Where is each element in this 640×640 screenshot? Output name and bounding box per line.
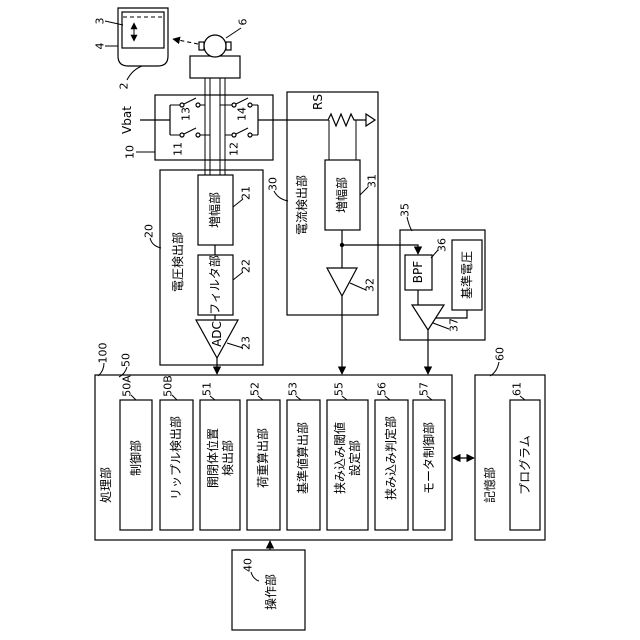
unit-label-motor-control: モータ制御部 [421,422,436,494]
ref-filter: 22 [240,259,253,273]
ref-storage: 60 [494,347,507,361]
ref-unit-ripple-detection: 50B [162,375,175,397]
ref-ripple-circuit: 35 [399,203,412,217]
unit-label-threshold-setting-line1: 挟み込み閾値 [332,422,347,494]
ref-unit-position-detection: 51 [201,382,214,396]
unit-label-position-detection-line2: 検出部 [220,440,235,476]
ref-glass: 3 [94,18,107,25]
ref-unit-control: 50A [121,375,134,397]
ref-current-amplifier: 31 [366,174,379,188]
processing-title: 処理部 [98,467,113,503]
shunt-label: RS [311,94,325,110]
switch-contact [180,103,184,107]
filter-label: フィルタ部 [207,255,222,315]
ref-assembly: 2 [118,83,131,90]
switch-contact [232,133,236,137]
ref-controller: 100 [97,343,110,364]
current-amplifier-label: 増幅部 [334,177,349,213]
ref-current-detector: 30 [267,177,280,191]
unit-label-position-detection-line1: 開閉体位置 [205,428,220,488]
ref-adc: 23 [240,336,253,350]
bpf-label: BPF [411,261,425,283]
storage-title: 記憶部 [482,467,497,503]
ref-unit-threshold-setting: 55 [333,382,346,396]
current-detector-title: 電流検出部 [294,175,309,235]
ref-comparator: 37 [448,318,461,332]
motor-symbol [204,35,226,57]
operation-label: 操作部 [263,574,278,610]
switch-contact [232,103,236,107]
vbat-label: Vbat [120,106,134,134]
ref-bpf: 36 [436,238,449,252]
unit-label-load-calculation: 荷重算出部 [255,428,270,488]
program-label: プログラム [518,435,532,495]
switch-contact [248,133,252,137]
ref-operation: 40 [242,558,255,572]
ref-voltage-detector: 20 [143,224,156,238]
adc-label: ADC [210,321,224,347]
switch-contact [248,103,252,107]
unit-label-threshold-setting-line2: 設定部 [347,440,362,476]
ref-switch-13: 13 [180,107,193,121]
motor-brush-right [226,42,231,50]
motor-housing [190,56,240,78]
switch-contact [196,133,200,137]
ref-buffer: 32 [364,278,377,292]
ref-switch-12: 12 [228,142,241,156]
ref-switch-14: 14 [236,107,249,121]
ref-program: 61 [511,382,524,396]
unit-label-pinch-judgement: 挟み込み判定部 [383,416,398,500]
voltage-amplifier-label: 増幅部 [207,192,222,228]
unit-label-ripple-detection: リップル検出部 [168,416,183,500]
ref-unit-load-calculation: 52 [249,382,262,396]
switch-contact [180,133,184,137]
switch-contact [196,103,200,107]
ref-motor: 6 [237,19,250,26]
unit-label-reference-calculation: 基準値算出部 [295,422,310,494]
motor-brush-left [199,42,204,50]
ref-unit-pinch-judgement: 56 [376,382,389,396]
unit-label-control: 制御部 [128,440,143,476]
ref-voltage-amplifier: 21 [240,186,253,200]
ref-processing: 50 [120,353,133,367]
reference-voltage-label: 基準電圧 [459,251,474,299]
ref-switch-unit: 10 [124,145,137,159]
voltage-detector-title: 電圧検出部 [170,232,185,292]
ref-unit-motor-control: 57 [418,382,431,396]
ref-switch-11: 11 [172,142,185,156]
ref-door: 4 [94,43,107,50]
window-glass [122,12,164,48]
ref-unit-reference-calculation: 53 [287,382,300,396]
